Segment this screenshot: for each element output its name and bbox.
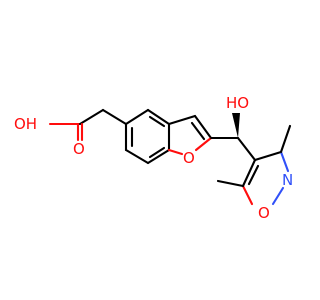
- bond-furan-c3: [167, 114, 197, 126]
- bond-isox-o-c5: [241, 184, 254, 206]
- bond-isox-c4-c3: [253, 150, 283, 162]
- bond-furan-c3-c2: [193, 114, 213, 140]
- bond-carboxyl-ch2: [78, 108, 105, 126]
- bond-furan-c2-o: [194, 136, 213, 152]
- atom-label-o-carbonyl: O: [73, 140, 85, 158]
- bond-benz-5: [124, 148, 150, 165]
- bond-benz-4: [146, 148, 171, 165]
- bond-benz-1: [124, 108, 150, 126]
- bond-isox-c5-c4-inner: [247, 164, 260, 186]
- bond-isox-c3-methyl: [279, 124, 292, 154]
- wedge-bond-oh: [232, 113, 240, 138]
- bond-furan-o-c7a: [167, 148, 184, 156]
- atom-label-n-isoxazole: N: [282, 171, 293, 189]
- bond-isox-n-o: [271, 186, 285, 206]
- atom-label-oh-acid: OH: [14, 115, 37, 133]
- bond-benz-2-inner: [148, 115, 166, 128]
- bond-chiral-isox: [236, 136, 257, 162]
- bond-isox-c3-n: [279, 150, 290, 173]
- bond-furan-c3-c2-inner: [190, 121, 206, 141]
- bond-ch2-ring: [101, 108, 128, 126]
- bond-isox-c5-methyl: [216, 179, 245, 188]
- atom-label-oh-chiral: HO: [226, 94, 249, 112]
- bond-isox-c5-c4: [241, 158, 257, 188]
- molecule-canvas: OH O O HO N O: [14, 94, 293, 222]
- atom-label-o-furan: O: [183, 149, 195, 167]
- bond-benz-4-inner: [148, 146, 166, 159]
- molecule-structure: OH O O HO N O: [14, 94, 293, 222]
- bond-benz-2: [146, 108, 171, 126]
- atom-label-o-isoxazole: O: [258, 204, 270, 222]
